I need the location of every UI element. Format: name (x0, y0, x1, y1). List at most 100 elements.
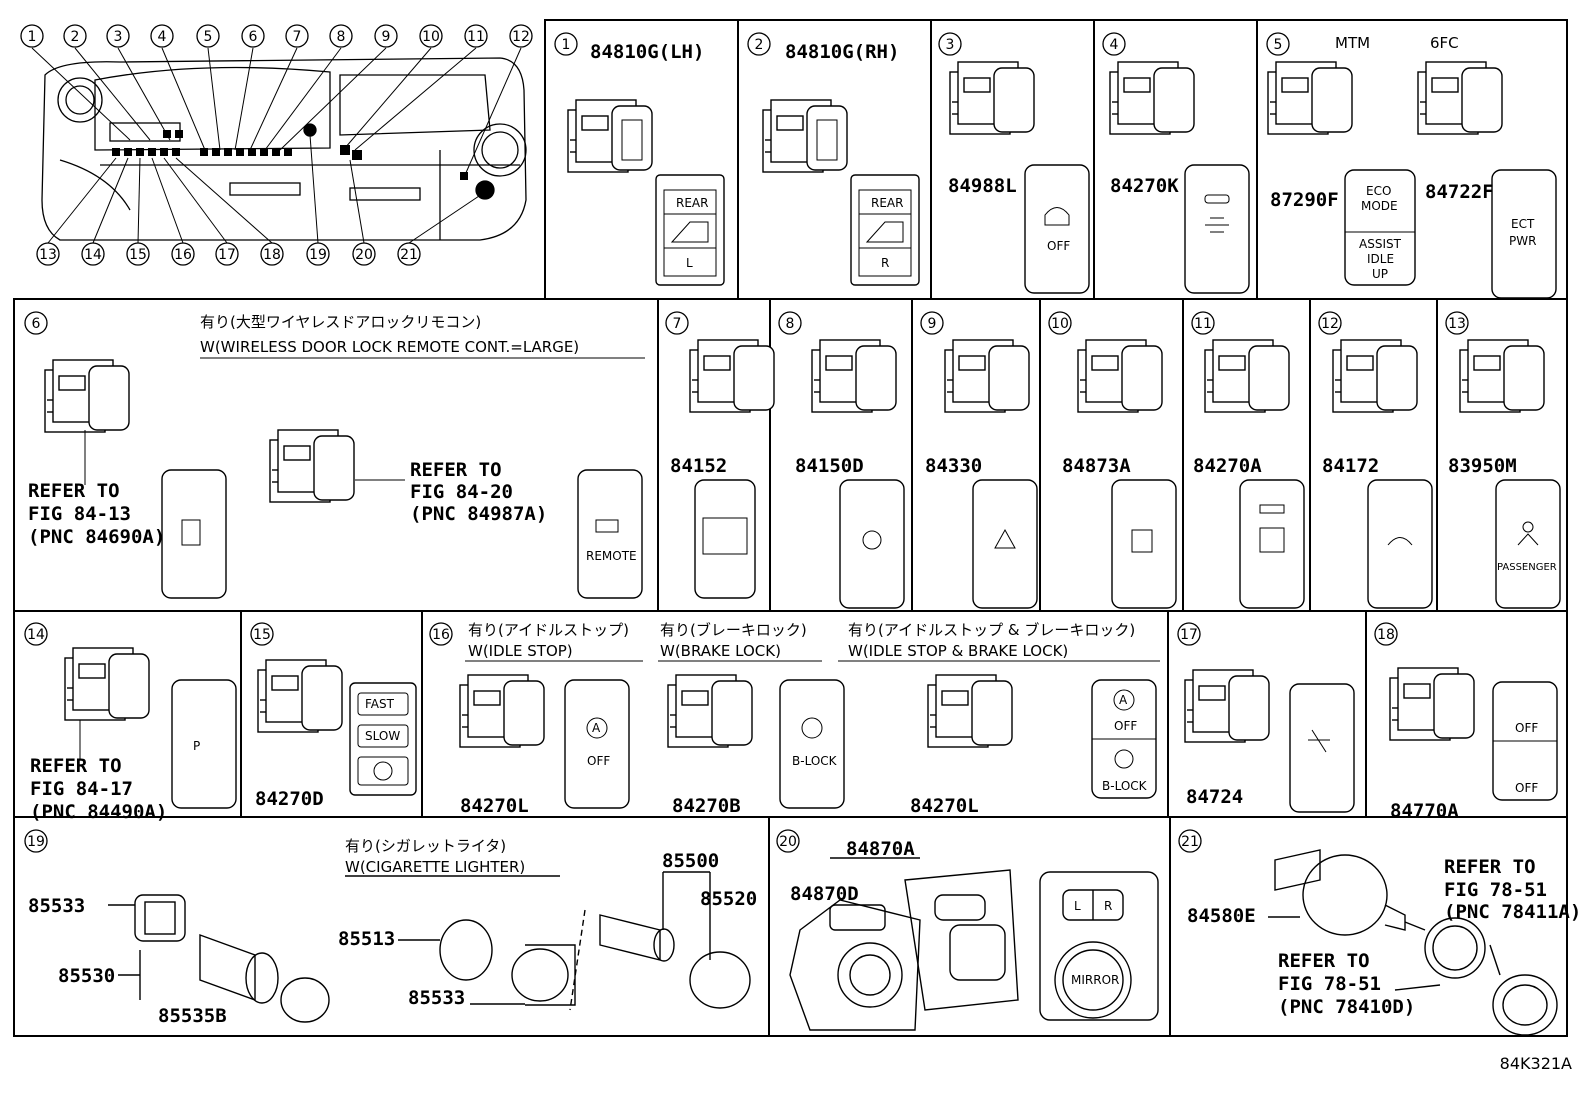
part-number: 85535B (158, 1005, 227, 1027)
callout-number: 17 (218, 247, 236, 263)
callout-number: 18 (263, 247, 281, 263)
cell-number: 14 (24, 622, 48, 646)
cell-number: 4 (1102, 32, 1126, 56)
overview-callout: 17 (215, 242, 239, 266)
cell-4-labels: 84270K (1110, 175, 1179, 197)
callout-number: 13 (39, 247, 57, 263)
cell-number: 17 (1177, 622, 1201, 646)
button-label: OFF (1515, 781, 1538, 795)
note: 有り(アイドルストップ & ブレーキロック) (848, 621, 1135, 639)
refer: (PNC 84987A) (410, 503, 547, 525)
part-number: 87290F (1270, 189, 1339, 211)
refer: (PNC 78410D) (1278, 996, 1415, 1018)
overview-callout: 20 (352, 242, 376, 266)
cell-3-labels: 84988L OFF (948, 175, 1070, 253)
overview-callout: 4 (150, 24, 174, 48)
overview-callout: 16 (171, 242, 195, 266)
callout-number: 11 (1194, 316, 1212, 332)
cell-6 (44, 359, 643, 599)
part-number: 84722F (1425, 181, 1494, 203)
callout-number: 10 (1051, 316, 1069, 332)
callout-number: 12 (1321, 316, 1339, 332)
part-number: 84870A (846, 838, 915, 860)
part-number: 84150D (795, 455, 864, 477)
part-number: 84152 (670, 455, 727, 477)
button-label: OFF (1114, 719, 1137, 733)
part-number: 84330 (925, 455, 982, 477)
cell-number: 8 (778, 311, 802, 335)
overview-switch-blocks (112, 130, 468, 180)
part-number: 85533 (28, 895, 85, 917)
button-label: A (1119, 693, 1128, 707)
button-label: L (686, 256, 693, 270)
callout-number: 20 (779, 834, 797, 850)
overview-callout: 15 (126, 242, 150, 266)
refer: FIG 84-13 (28, 503, 131, 525)
overview-callout: 8 (329, 24, 353, 48)
callout-number: 19 (27, 834, 45, 850)
button-label: PWR (1509, 234, 1536, 248)
overview-callout: 9 (374, 24, 398, 48)
part-number: 84270A (1193, 455, 1262, 477)
cell-number: 7 (665, 311, 689, 335)
overview-callout: 18 (260, 242, 284, 266)
button-label: REAR (676, 196, 708, 210)
part-number: 84270D (255, 788, 324, 810)
overview-callout: 7 (285, 24, 309, 48)
overview-callout: 21 (397, 242, 421, 266)
callout-number: 5 (1274, 37, 1283, 53)
callout-number: 15 (129, 247, 147, 263)
refer: REFER TO (28, 480, 120, 502)
note: W(IDLE STOP & BRAKE LOCK) (848, 642, 1068, 660)
overview-callout: 11 (464, 24, 488, 48)
callout-number: 7 (673, 316, 682, 332)
button-label: A (592, 721, 601, 735)
refer: (PNC 78411A) (1444, 901, 1581, 923)
button-label: ASSIST (1359, 237, 1402, 251)
cell-number: 18 (1374, 622, 1398, 646)
refer: REFER TO (1278, 950, 1370, 972)
button-label: REAR (871, 196, 903, 210)
part-number: 84270L (460, 795, 529, 817)
cell-16-labels: 有り(アイドルストップ) W(IDLE STOP) 有り(ブレーキロック) W(… (460, 621, 1148, 817)
part-number: 84724 (1186, 786, 1243, 808)
part-number: 85513 (338, 928, 395, 950)
overview-callout: 10 (419, 24, 443, 48)
callout-number: 20 (355, 247, 373, 263)
cell-number: 20 (776, 829, 800, 853)
cell-8 (811, 339, 905, 609)
cell-2 (762, 99, 920, 286)
cell-20-labels: 84870A 84870D L R MIRROR (790, 838, 1119, 987)
note: W(BRAKE LOCK) (660, 642, 781, 660)
part-number: 84870D (790, 883, 859, 905)
part-number: 85530 (58, 965, 115, 987)
cell-number: 16 (429, 622, 453, 646)
cell-number: 19 (24, 829, 48, 853)
part-number: 84988L (948, 175, 1017, 197)
refer: (PNC 84690A) (28, 526, 165, 548)
overview-callout: 3 (106, 24, 130, 48)
variant-label: 6FC (1430, 34, 1459, 52)
cell-20 (789, 857, 1159, 1031)
cell-19-labels: 有り(シガレットライタ) W(CIGARETTE LIGHTER) 85533 … (28, 837, 757, 1027)
refer: FIG 84-20 (410, 481, 513, 503)
refer: (PNC 84490A) (30, 801, 167, 823)
callout-number: 6 (32, 316, 41, 332)
button-label: SLOW (365, 729, 400, 743)
note: W(IDLE STOP) (468, 642, 573, 660)
callout-number: 13 (1448, 316, 1466, 332)
cell-number: 1 (554, 32, 578, 56)
overview-callout: 1 (20, 24, 44, 48)
callout-number: 19 (309, 247, 327, 263)
button-label: PASSENGER (1497, 562, 1557, 573)
cell-15-labels: 84270D FAST SLOW (255, 697, 400, 810)
cell-18 (1389, 667, 1558, 801)
note: 有り(大型ワイヤレスドアロックリモコン) (200, 313, 481, 331)
overview-leaders (31, 47, 522, 244)
callout-number: 3 (114, 29, 123, 45)
refer: FIG 78-51 (1278, 973, 1381, 995)
button-label: UP (1372, 267, 1388, 281)
